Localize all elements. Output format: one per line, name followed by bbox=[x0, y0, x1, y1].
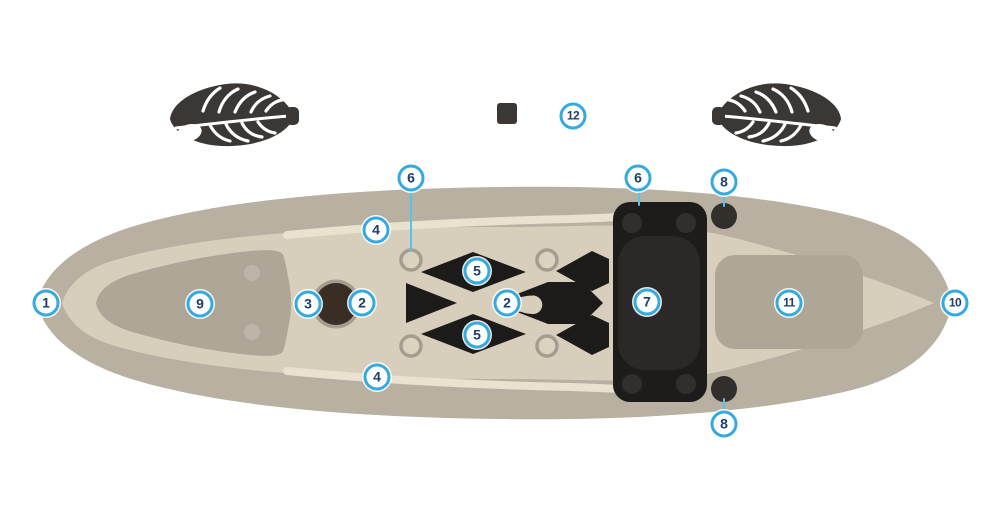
callout-2: 2 bbox=[348, 289, 376, 317]
callout-5: 5 bbox=[463, 321, 491, 349]
callout-4: 4 bbox=[362, 216, 390, 244]
cup-holder bbox=[311, 279, 361, 329]
carry-handle-top bbox=[711, 203, 737, 229]
bow-hatch-bolts bbox=[244, 265, 260, 340]
paddle-joint-square bbox=[497, 103, 517, 124]
callout-6: 6 bbox=[624, 164, 652, 192]
paddle-blade-left bbox=[170, 83, 299, 147]
callout-4: 4 bbox=[363, 363, 391, 391]
callout-1: 1 bbox=[32, 289, 60, 317]
callout-6: 6 bbox=[397, 164, 425, 192]
rod-holder-recesses bbox=[399, 248, 559, 358]
callout-11: 11 bbox=[775, 289, 803, 317]
callout-9: 9 bbox=[186, 290, 214, 318]
carry-handle-bottom bbox=[711, 376, 737, 402]
callout-3: 3 bbox=[294, 290, 322, 318]
callout-8: 8 bbox=[710, 168, 738, 196]
paddle-blade-right bbox=[710, 81, 843, 148]
callout-8: 8 bbox=[710, 410, 738, 438]
callout-10: 10 bbox=[941, 289, 969, 317]
callout-7: 7 bbox=[633, 288, 661, 316]
callout-2: 2 bbox=[493, 289, 521, 317]
leader-lines bbox=[410, 189, 725, 412]
callout-5: 5 bbox=[463, 257, 491, 285]
callout-12: 12 bbox=[559, 102, 587, 130]
